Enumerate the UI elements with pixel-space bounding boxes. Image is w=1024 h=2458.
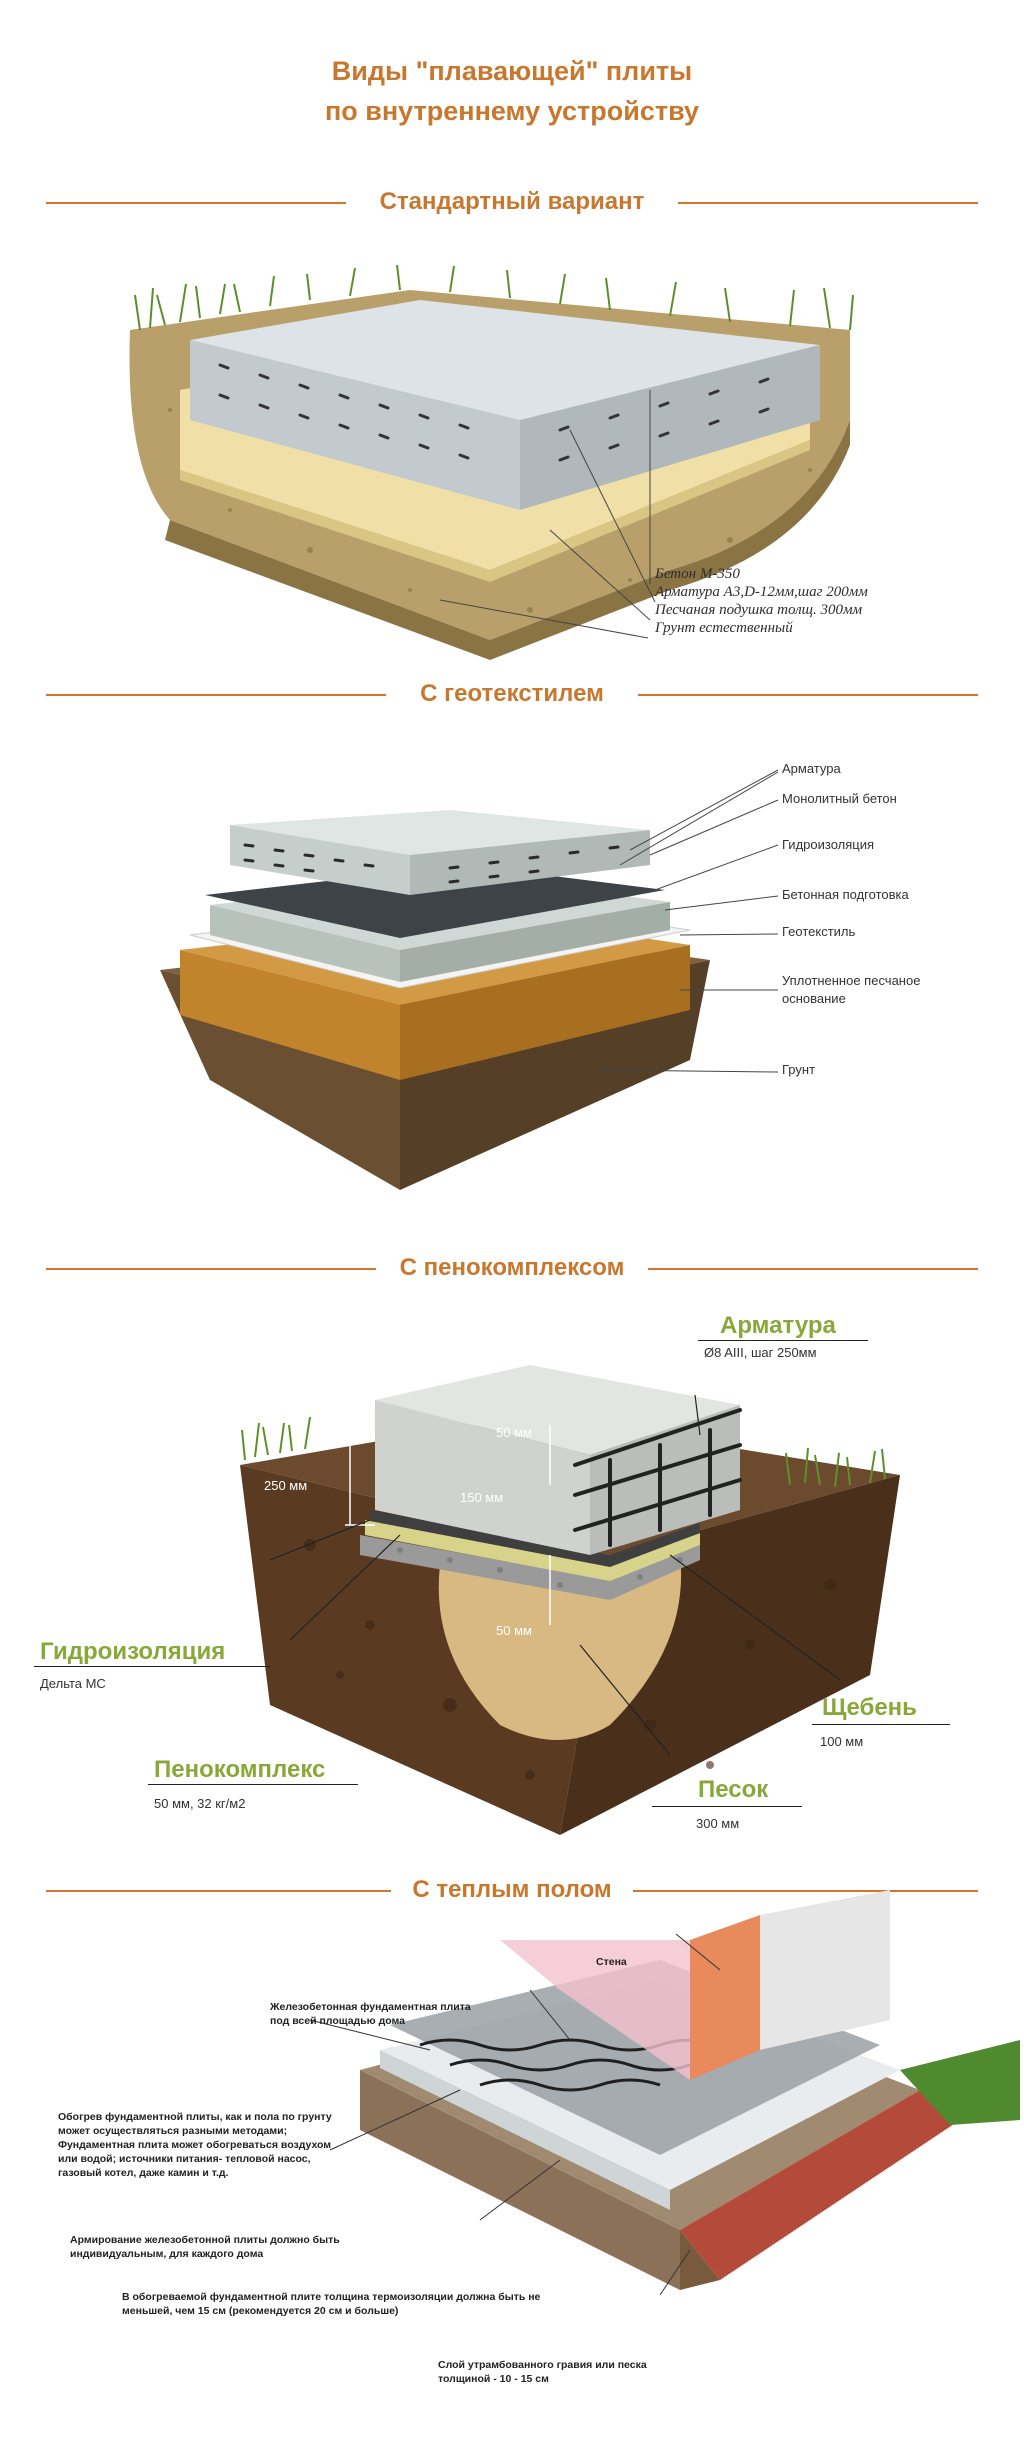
dimension-250mm: 250 мм	[264, 1478, 308, 1493]
concrete-slab-left	[375, 1400, 590, 1555]
foam-slab-illustration	[240, 1365, 900, 1835]
section-title: С пенокомплексом	[399, 1254, 625, 1281]
callout-waterproofing-sub: Дельта МС	[40, 1676, 106, 1691]
label-monolithic-concrete: Монолитный бетон	[782, 791, 897, 806]
dimension-50mm-top: 50 мм	[496, 1425, 532, 1440]
label-natural-soil: Грунт естественный	[655, 620, 793, 636]
callout-foam-sub: 50 мм, 32 кг/м2	[154, 1796, 246, 1811]
leader-sand	[549, 529, 651, 621]
concrete-slab-top	[375, 1365, 740, 1455]
callout-sand-title: Песок	[698, 1776, 769, 1803]
concrete-slab-front-left	[190, 340, 520, 510]
warm-floor-illustration	[309, 1890, 1020, 2296]
section-header-standard: Стандартный вариант	[46, 182, 978, 222]
label-slab: Железобетонная фундаментная плита под вс…	[270, 2001, 471, 2027]
dimension-50mm-bottom: 50 мм	[496, 1623, 532, 1638]
waterproofing-sheet	[205, 865, 665, 938]
monolithic-concrete-top	[230, 810, 650, 855]
label-reinforcement: Армирование железобетонной плиты должно …	[70, 2234, 340, 2260]
monolithic-concrete-right	[410, 830, 650, 895]
label-gravel: Слой утрамбованного гравия или песка тол…	[438, 2359, 647, 2385]
foam-layer	[365, 1520, 700, 1581]
label-soil: Грунт	[782, 1062, 816, 1077]
label-rebar: Арматура А3,D-12мм,шаг 200мм	[655, 584, 868, 600]
sand-base-right	[400, 945, 690, 1080]
label-rebar: Арматура	[782, 761, 841, 776]
concrete-slab-right	[590, 1405, 740, 1555]
label-concrete-prep: Бетонная подготовка	[782, 887, 909, 902]
callout-sand-sub: 300 мм	[696, 1816, 740, 1831]
geotextile-slab-illustration	[160, 769, 779, 1190]
soil-red-edge	[680, 2090, 960, 2280]
sand-base-left	[180, 950, 400, 1080]
callout-crushed-stone-title: Щебень	[822, 1694, 917, 1721]
section-header-warm-floor: С теплым полом	[46, 1870, 978, 1910]
wall-pink-membrane	[500, 1940, 690, 2080]
grass-patch	[900, 2040, 1020, 2125]
wall-insulation	[760, 1890, 890, 2050]
concrete-slab-front-right	[520, 345, 820, 510]
main-title-line-2: по внутреннему устройству	[324, 96, 700, 126]
crushed-stone-layer	[360, 1535, 700, 1600]
callout-waterproofing-title: Гидроизоляция	[40, 1638, 226, 1665]
section-title: С геотекстилем	[420, 680, 604, 707]
callout-crushed-stone-sub: 100 мм	[820, 1734, 864, 1749]
label-insulation: В обогреваемой фундаментной плите толщин…	[122, 2291, 541, 2317]
concrete-slab-top	[190, 300, 820, 420]
callout-foam-title: Пенокомплекс	[154, 1756, 326, 1783]
waterproofing-layer	[370, 1510, 700, 1567]
section-title: Стандартный вариант	[379, 188, 645, 215]
concrete-prep-right	[400, 902, 670, 982]
label-geotextile: Геотекстиль	[782, 924, 856, 939]
label-concrete: Бетон М-350	[655, 566, 740, 582]
label-sand-cushion: Песчаная подушка толщ. 300мм	[655, 602, 863, 618]
monolithic-concrete-left	[230, 825, 410, 895]
section-header-foam: С пенокомплексом	[46, 1248, 978, 1288]
section-header-geotextile: С геотекстилем	[46, 674, 978, 714]
label-wall: Стена	[596, 1956, 627, 1968]
concrete-prep-left	[210, 905, 400, 982]
label-compacted-sand: Уплотненное песчаное основание	[782, 973, 921, 1006]
leader-soil	[439, 599, 649, 639]
wall-brick	[690, 1915, 760, 2080]
label-waterproofing: Гидроизоляция	[782, 837, 875, 852]
label-heating: Обогрев фундаментной плиты, как и пола п…	[58, 2111, 332, 2179]
leader-rebar	[569, 429, 656, 603]
callout-rebar-title: Арматура	[720, 1312, 836, 1339]
section-title: С теплым полом	[412, 1876, 612, 1903]
standard-slab-illustration	[129, 264, 854, 660]
dimension-150mm: 150 мм	[460, 1490, 504, 1505]
callout-rebar-sub: Ø8 AIII, шаг 250мм	[704, 1345, 817, 1360]
main-title-line-1: Виды "плавающей" плиты	[331, 56, 693, 86]
